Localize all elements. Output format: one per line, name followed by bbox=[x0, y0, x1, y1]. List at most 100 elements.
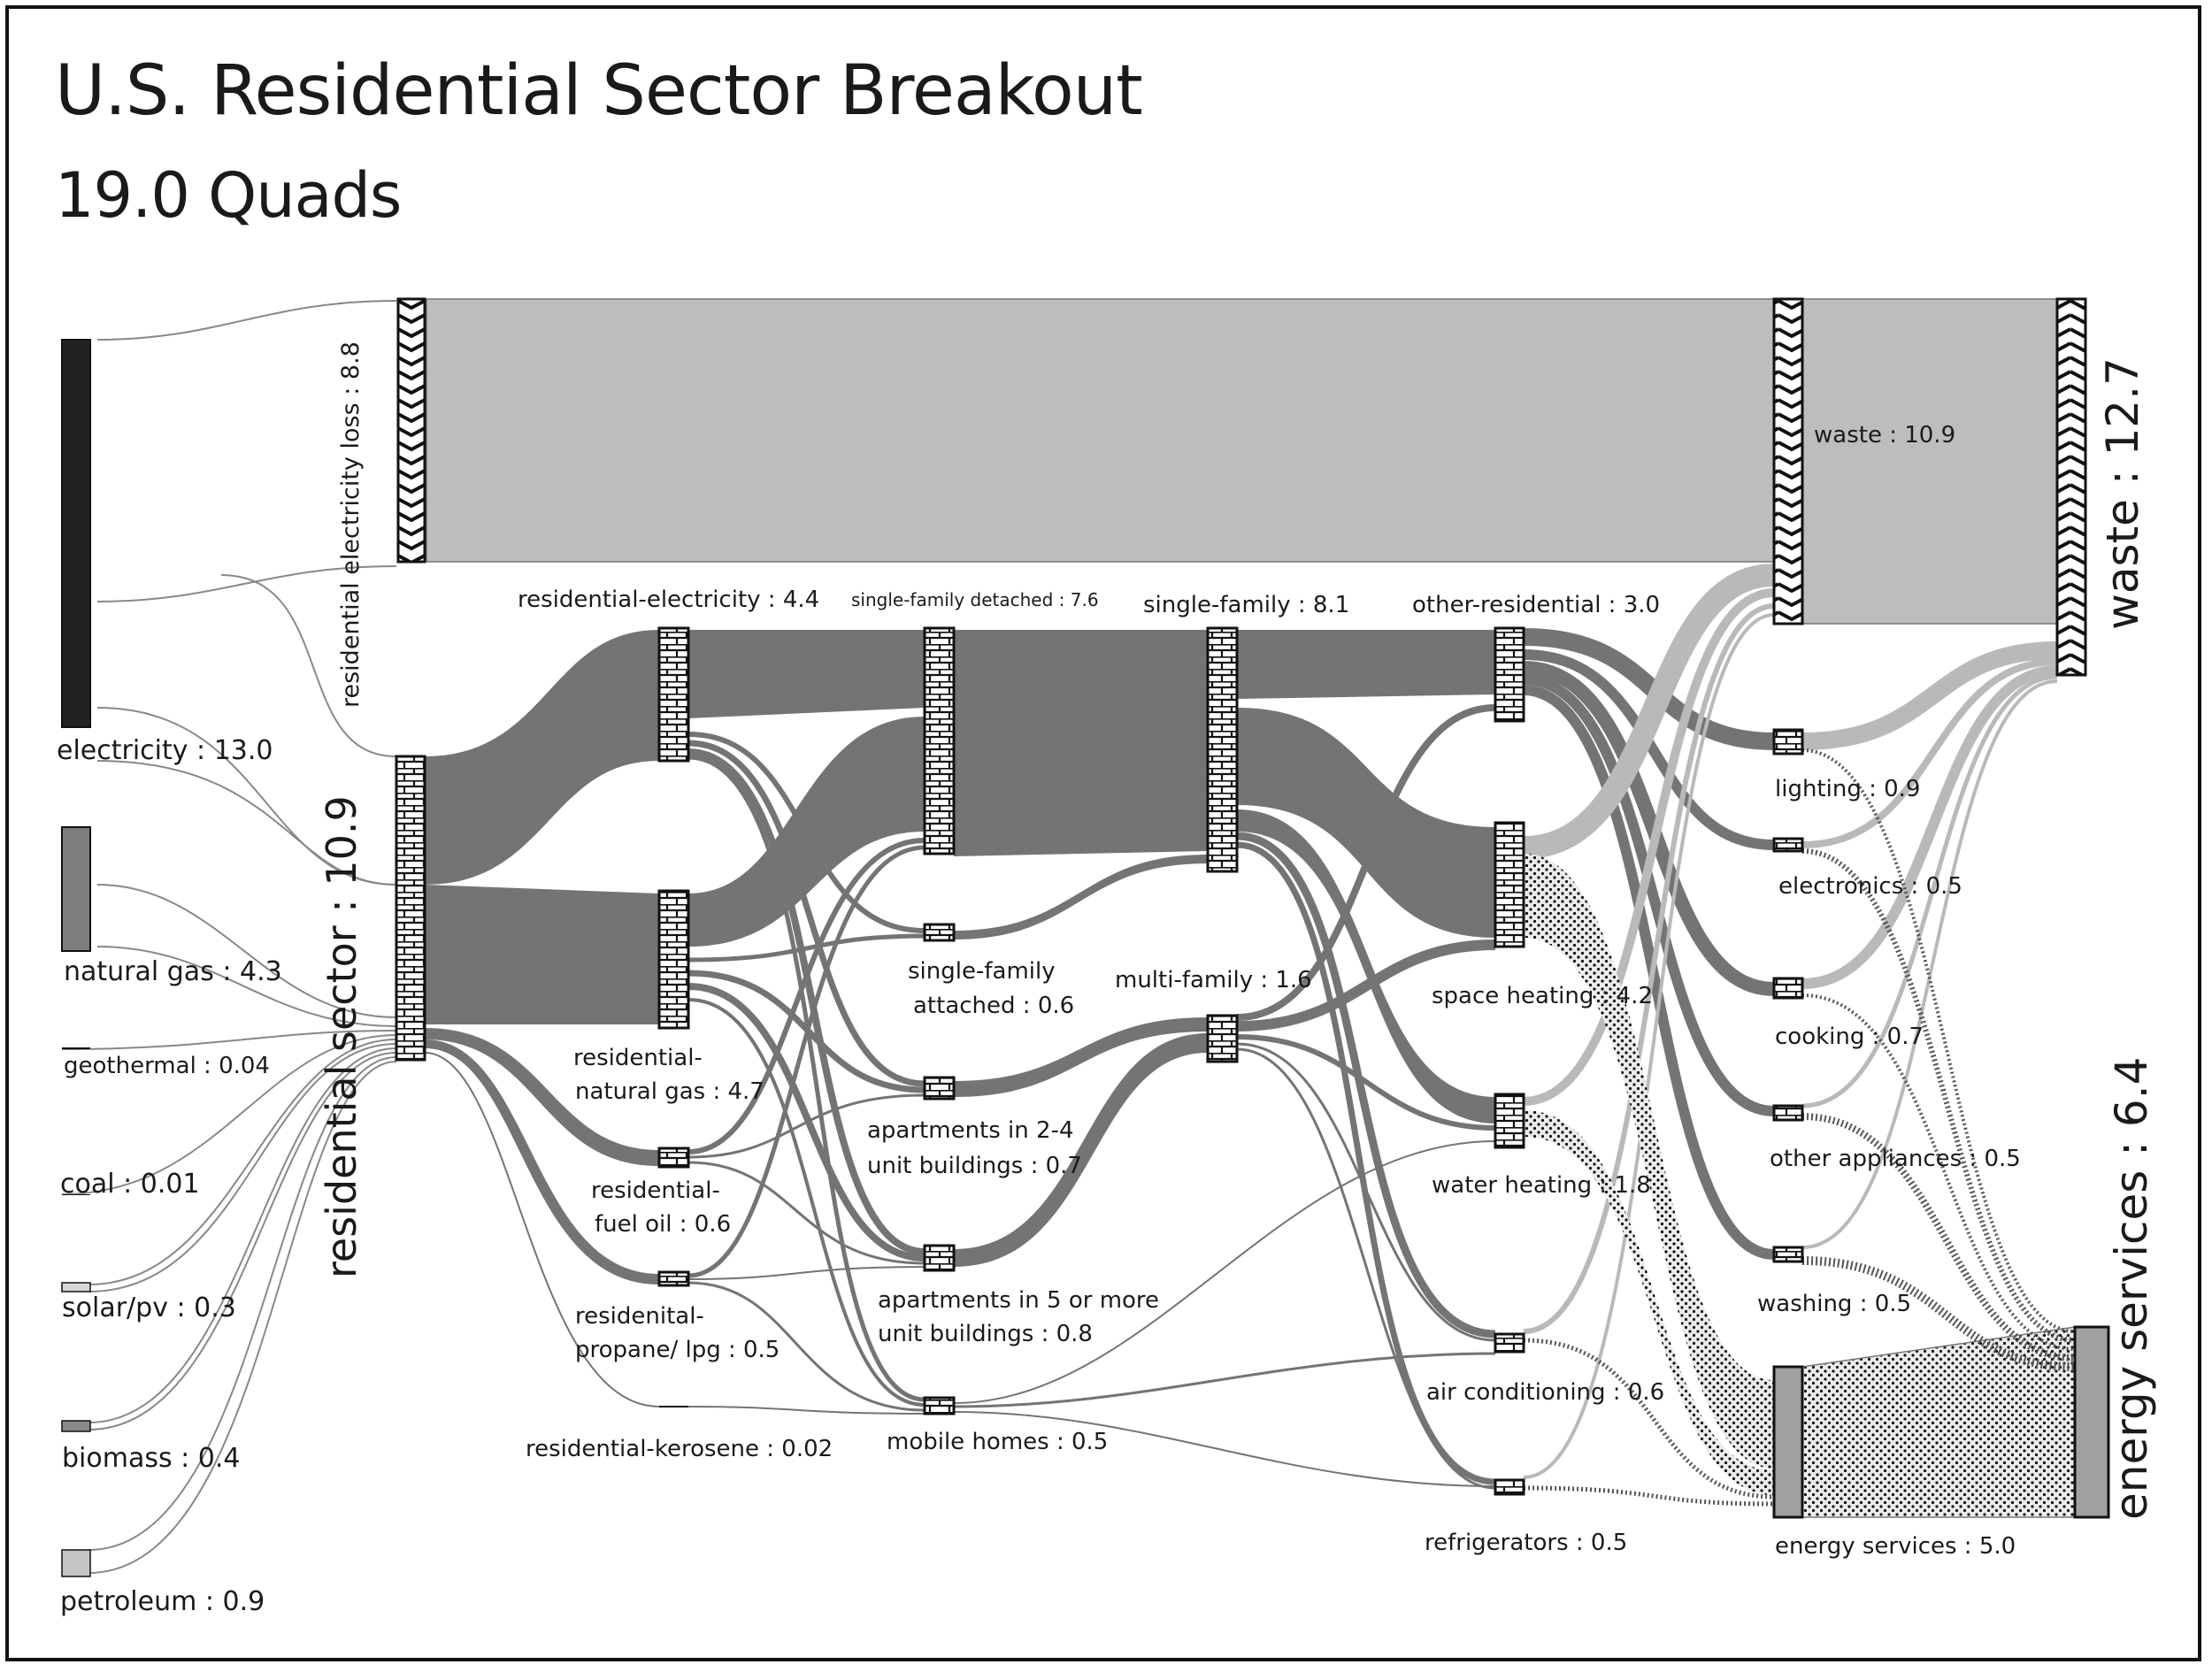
node-biomass bbox=[61, 1420, 91, 1432]
label-res-propane-2: propane/ lpg : 0.5 bbox=[575, 1337, 780, 1363]
node-solar bbox=[61, 1282, 91, 1292]
flow-sector-to-res-electricity bbox=[425, 630, 659, 885]
label-natural-gas: natural gas : 4.3 bbox=[64, 956, 282, 987]
flow-electricity-to-loss-lower bbox=[96, 565, 397, 602]
label-apt24-1: apartments in 2-4 bbox=[867, 1117, 1074, 1144]
flow-single-family-to-refrig bbox=[1236, 841, 1496, 1485]
flow-electronics-to-waste bbox=[1801, 658, 2058, 848]
label-res-kerosene: residential-kerosene : 0.02 bbox=[526, 1436, 833, 1462]
node-apt-2-4 bbox=[923, 1076, 956, 1101]
flow-single-family-to-other-res bbox=[1237, 630, 1495, 699]
flow-services-to-total bbox=[1801, 1326, 2076, 1518]
flow-petroleum-to-sector bbox=[88, 1056, 397, 1551]
flow-loss-to-waste bbox=[426, 298, 1775, 563]
flow-air-cond-to-waste bbox=[1523, 603, 1775, 1334]
flow-natgas-to-sf-attached bbox=[687, 933, 926, 963]
flow-space-heating-to-waste bbox=[1523, 564, 1775, 859]
flow-single-family-to-air-cond bbox=[1236, 832, 1496, 1338]
flow-other-res-to-other-appl bbox=[1523, 674, 1775, 1116]
flow-fueloil-to-apt5 bbox=[687, 1161, 926, 1265]
node-other-appliances bbox=[1772, 1104, 1804, 1122]
flow-kerosene-to-mobile bbox=[687, 1406, 926, 1415]
node-waste-total bbox=[2055, 297, 2087, 677]
label-residential-sector: residential sector : 10.9 bbox=[318, 795, 365, 1278]
node-waste bbox=[1772, 297, 1804, 625]
label-space-heating: space heating : 4.2 bbox=[1432, 983, 1653, 1009]
node-electronics bbox=[1772, 837, 1804, 853]
node-single-family bbox=[1206, 626, 1239, 873]
flow-res-elec-to-sf-attached bbox=[687, 732, 926, 933]
label-res-fueloil-1: residential- bbox=[591, 1177, 720, 1204]
flow-refrig-to-waste bbox=[1523, 613, 1775, 1479]
flow-biomass-to-sector bbox=[88, 1047, 397, 1423]
label-sf-attached-1: single-family bbox=[908, 958, 1056, 985]
flow-electronics-to-services bbox=[1801, 848, 2076, 1343]
flow-solar-to-sector-b bbox=[88, 1043, 397, 1292]
flow-propane-to-apt bbox=[687, 1266, 926, 1280]
flow-res-elec-to-apt24 bbox=[687, 740, 926, 1087]
flow-washing-to-waste bbox=[1801, 679, 2058, 1249]
node-multi-family bbox=[1206, 1014, 1239, 1063]
flow-air-cond-to-services bbox=[1523, 1338, 1775, 1499]
flow-multi-family-to-refrig bbox=[1236, 1047, 1496, 1490]
chart-title: U.S. Residential Sector Breakout bbox=[55, 51, 1143, 131]
label-water-heating: water heating : 1.8 bbox=[1432, 1172, 1651, 1199]
flow-washing-to-services bbox=[1801, 1256, 2076, 1371]
flow-sector-to-res-natgas bbox=[425, 885, 659, 1024]
label-energy-services-total: energy services : 6.4 bbox=[2106, 1057, 2157, 1520]
flow-space-heating-to-services bbox=[1524, 854, 1774, 1469]
flow-water-heating-to-waste bbox=[1523, 588, 1775, 1106]
flow-sf-detached-to-single-family bbox=[954, 630, 1208, 856]
flow-other-res-to-electronics bbox=[1523, 649, 1775, 850]
label-cooking: cooking : 0.7 bbox=[1775, 1024, 1924, 1050]
flow-lighting-to-services bbox=[1801, 748, 2076, 1333]
label-electronics: electronics : 0.5 bbox=[1778, 873, 1962, 900]
flow-petroleum-to-sector-b bbox=[88, 1061, 397, 1574]
flow-multi-family-to-air-cond bbox=[1236, 1042, 1496, 1342]
label-refrigerators: refrigerators : 0.5 bbox=[1425, 1530, 1627, 1556]
flow-res-elec-to-mobile bbox=[687, 755, 926, 1402]
node-geothermal bbox=[62, 1047, 90, 1049]
flow-cooking-to-waste bbox=[1801, 665, 2058, 989]
node-energy-services-total bbox=[2073, 1325, 2110, 1519]
flow-fueloil-to-sf-detached bbox=[687, 838, 926, 1154]
label-res-electricity: residential-electricity : 4.4 bbox=[518, 587, 819, 613]
label-res-fueloil-2: fuel oil : 0.6 bbox=[595, 1211, 731, 1238]
node-cooking bbox=[1772, 977, 1804, 1000]
label-waste-total: waste : 12.7 bbox=[2097, 357, 2148, 630]
node-coal bbox=[62, 1194, 90, 1195]
label-petroleum: petroleum : 0.9 bbox=[60, 1586, 265, 1617]
labels-layer: electricity : 13.0 natural gas : 4.3 geo… bbox=[57, 341, 2157, 1617]
flow-sf-attached-to-single-family bbox=[954, 855, 1208, 940]
label-coal: coal : 0.01 bbox=[60, 1169, 200, 1200]
label-apt24-2: unit buildings : 0.7 bbox=[867, 1153, 1082, 1179]
flow-single-family-to-water-heating bbox=[1237, 809, 1495, 1124]
flow-res-elec-to-sf-detached bbox=[688, 630, 925, 718]
flow-sector-to-kerosene bbox=[424, 1052, 660, 1407]
flow-water-heating-to-services bbox=[1524, 1110, 1774, 1495]
flow-multi-family-to-space-heating bbox=[1236, 940, 1496, 1032]
node-energy-services bbox=[1772, 1365, 1804, 1519]
label-sf-attached-2: attached : 0.6 bbox=[913, 993, 1074, 1019]
node-sf-attached bbox=[923, 923, 956, 942]
node-residential-sector bbox=[395, 755, 426, 1062]
node-natural-gas bbox=[61, 826, 91, 952]
chart-subtitle: 19.0 Quads bbox=[55, 159, 402, 232]
flow-natgas-to-sector bbox=[96, 884, 397, 1018]
flow-apt24-to-multi-family bbox=[954, 1017, 1208, 1097]
label-multi-family: multi-family : 1.6 bbox=[1115, 967, 1312, 993]
node-res-natural-gas bbox=[657, 889, 690, 1030]
node-apt-5-plus bbox=[923, 1244, 956, 1272]
flow-cooking-to-services bbox=[1801, 993, 2076, 1351]
label-apt5-1: apartments in 5 or more bbox=[878, 1287, 1159, 1314]
label-biomass: biomass : 0.4 bbox=[62, 1443, 241, 1474]
label-geothermal: geothermal : 0.04 bbox=[64, 1053, 270, 1079]
flow-biomass-to-sector-b bbox=[88, 1052, 397, 1430]
label-sf-detached: single-family detached : 7.6 bbox=[851, 589, 1099, 610]
flow-single-family-to-space-heating bbox=[1237, 708, 1495, 938]
label-solar: solar/pv : 0.3 bbox=[62, 1292, 236, 1323]
flow-mobile-to-end bbox=[953, 1352, 1496, 1408]
label-res-natgas-1: residential- bbox=[573, 1045, 703, 1071]
label-waste-inner: waste : 10.9 bbox=[1814, 422, 1955, 449]
